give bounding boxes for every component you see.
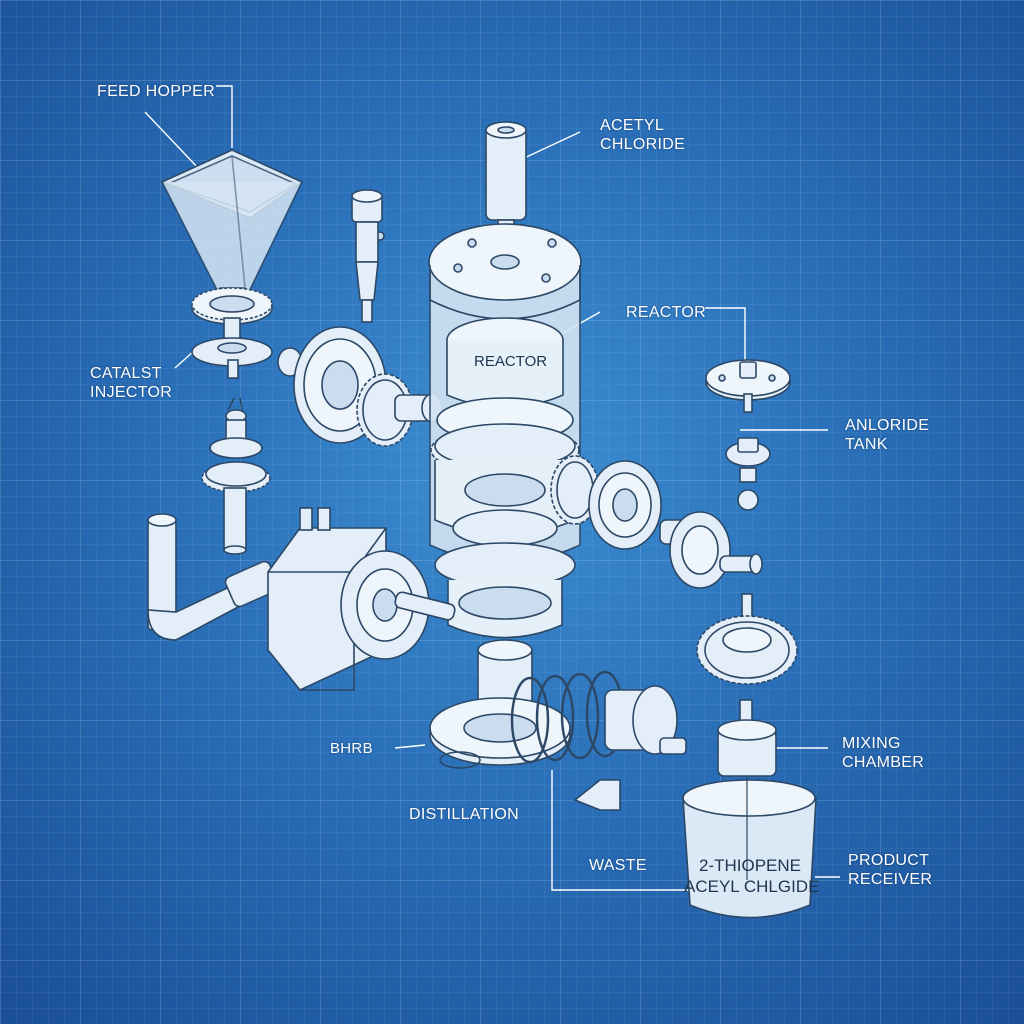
label-mixing-chamber: MIXING CHAMBER <box>842 734 924 772</box>
label-anloride-tank-line-1: ANLORIDE <box>845 417 930 434</box>
gearbox <box>267 507 456 691</box>
label-acetyl-chloride-line-2: CHLORIDE <box>600 136 686 153</box>
label-catalyst-injector-line-1: CATALST <box>90 365 162 382</box>
right-shaft-assembly <box>550 455 763 589</box>
label-product-receiver: PRODUCT RECEIVER <box>848 851 932 889</box>
label-acetyl-chloride: ACETYL CHLORIDE <box>600 116 685 154</box>
label-catalyst-injector-line-2: INJECTOR <box>90 384 173 401</box>
label-waste: WASTE <box>589 857 647 874</box>
receiver-jar-label-line-2: ACEYL CHLGIDE <box>684 877 820 896</box>
left-gear-assembly <box>277 326 443 447</box>
label-distillation: DISTILLATION <box>409 806 519 823</box>
label-reactor: REACTOR <box>626 304 707 321</box>
feed-hopper <box>159 149 304 379</box>
injector-nozzle <box>351 189 385 323</box>
label-product-receiver-line-1: PRODUCT <box>848 852 930 869</box>
receiver-jar-label-line-1: 2-THIOPENE <box>698 856 802 875</box>
pipe <box>147 513 280 641</box>
label-bhrb: BHRB <box>330 740 373 757</box>
label-feed-hopper: FEED HOPPER <box>97 83 215 100</box>
product-receiver-jar <box>682 776 817 919</box>
label-product-receiver-line-2: RECEIVER <box>848 871 933 888</box>
catalyst-injector <box>201 397 271 555</box>
anloride-tank <box>696 359 798 725</box>
mixing-chamber <box>717 719 777 777</box>
receiver-jar-label: 2-THIOPENE ACEYL CHLGIDE <box>684 855 820 897</box>
label-acetyl-chloride-line-1: ACETYL <box>600 117 665 134</box>
reactor-vessel-label: REACTOR <box>474 353 548 370</box>
spring-motor <box>510 670 687 811</box>
label-anloride-tank-line-2: TANK <box>845 436 888 453</box>
label-mixing-chamber-line-1: MIXING <box>842 735 901 752</box>
label-mixing-chamber-line-2: CHAMBER <box>842 754 925 771</box>
distillation-base <box>439 751 481 769</box>
label-catalyst-injector: CATALST INJECTOR <box>90 364 172 402</box>
reactor-vessel <box>428 121 582 766</box>
label-anloride-tank: ANLORIDE TANK <box>845 416 929 454</box>
